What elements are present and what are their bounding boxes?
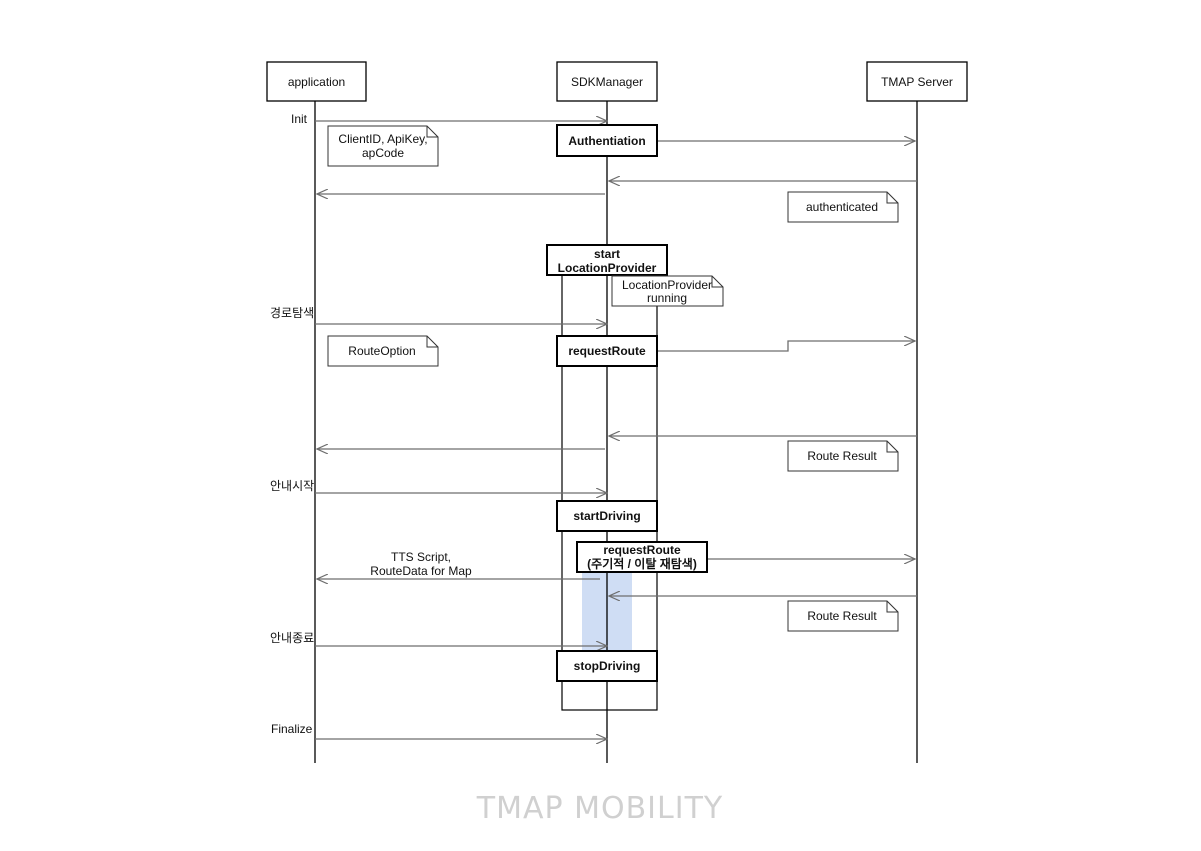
guide-end-label: 안내종료 <box>270 631 314 645</box>
participant-application-label: application <box>288 75 345 89</box>
credentials-line1: ClientID, ApiKey, <box>338 132 427 146</box>
start-location-provider-box: start LocationProvider <box>546 244 668 276</box>
location-running-line2: running <box>647 291 687 305</box>
route-option-label: RouteOption <box>348 344 415 358</box>
tts-label-line2: RouteData for Map <box>370 564 472 578</box>
participant-application: application <box>266 61 367 102</box>
finalize-label: Finalize <box>271 722 313 736</box>
route-result-1-label: Route Result <box>807 449 877 463</box>
stop-driving-label: stopDriving <box>574 659 641 673</box>
init-label: Init <box>291 112 308 126</box>
start-location-line1: start <box>594 247 620 261</box>
route-result-note-2: Route Result <box>787 600 899 632</box>
request-route-arrow <box>657 341 915 352</box>
credentials-note: ClientID, ApiKey, apCode <box>327 125 439 167</box>
request-route-box: requestRoute <box>556 335 658 367</box>
route-result-note-1: Route Result <box>787 440 899 472</box>
guide-start-label: 안내시작 <box>270 479 314 493</box>
periodic-request-route-line2: (주기적 / 이탈 재탐색) <box>587 556 697 571</box>
participant-server-label: TMAP Server <box>881 75 953 89</box>
location-running-line1: LocationProvider <box>622 278 712 292</box>
location-running-note: LocationProvider running <box>611 275 724 307</box>
authentication-box: Authentiation <box>556 124 658 157</box>
authentication-label: Authentiation <box>568 134 645 148</box>
stop-driving-box: stopDriving <box>556 650 658 682</box>
request-route-label: requestRoute <box>568 344 646 358</box>
tts-label-line1: TTS Script, <box>391 550 451 564</box>
authenticated-note: authenticated <box>787 191 899 223</box>
participant-tmap-server: TMAP Server <box>866 61 968 102</box>
start-location-line2: LocationProvider <box>558 261 657 275</box>
authenticated-label: authenticated <box>806 200 878 214</box>
participant-sdk-manager: SDKManager <box>556 61 658 102</box>
route-search-label: 경로탐색 <box>270 306 314 320</box>
credentials-line2: apCode <box>362 146 404 160</box>
route-result-2-label: Route Result <box>807 609 877 623</box>
start-driving-box: startDriving <box>556 500 658 532</box>
route-option-note: RouteOption <box>327 335 439 367</box>
participant-sdk-label: SDKManager <box>571 75 643 89</box>
periodic-request-route-line1: requestRoute <box>603 543 681 557</box>
periodic-request-route-box: requestRoute (주기적 / 이탈 재탐색) <box>576 541 708 573</box>
start-driving-label: startDriving <box>573 509 640 523</box>
tmap-mobility-logo: TMAP MOBILITY <box>476 791 724 826</box>
